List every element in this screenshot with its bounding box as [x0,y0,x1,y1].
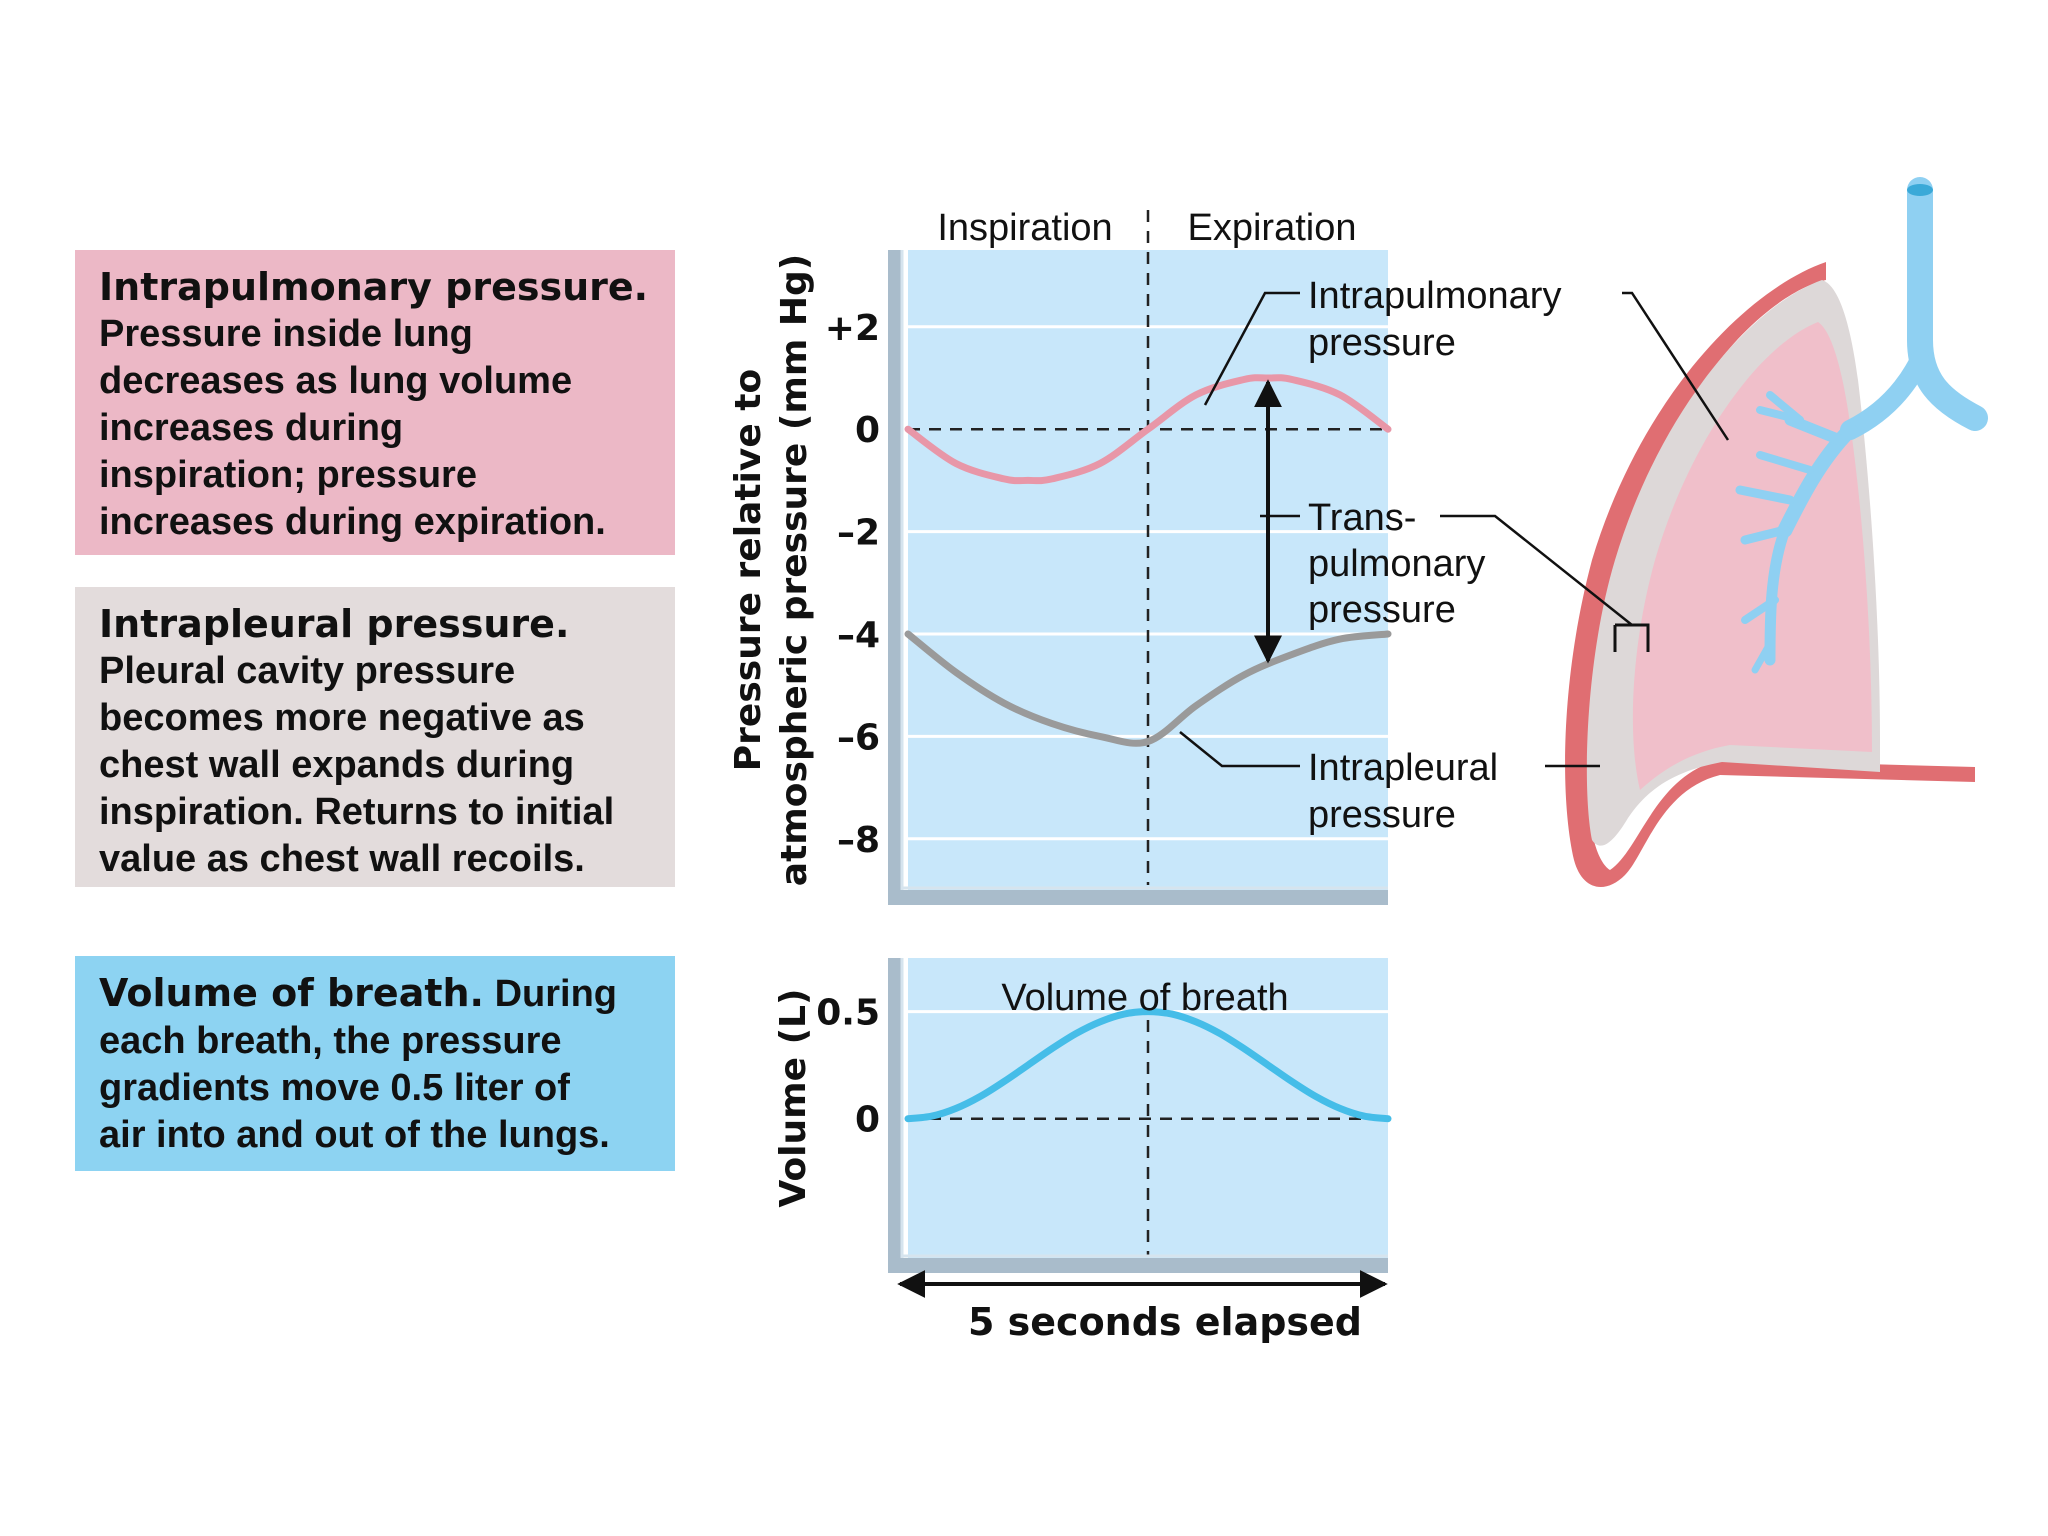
intrapleural-description-box: Intrapleural pressure. Pleural cavity pr… [75,587,675,887]
pressure-ylabel-line2: atmospheric pressure (mm Hg) [774,254,815,886]
y-tick-label: –6 [837,717,880,758]
intrapulmonary-description-box: Intrapulmonary pressure. Pressure inside… [75,250,675,555]
volume-y-axis [888,958,902,1273]
volume-x-axis [888,1258,1388,1273]
volume-box-line: gradients move 0.5 liter of [99,1067,570,1109]
y-tick-label: –4 [837,615,880,656]
volume-box-line: During [494,973,617,1015]
y-tick-label: –2 [837,513,880,554]
transpulmonary-callout-line1: Trans- [1308,497,1416,539]
volume-tick-labels: 0.50 [816,993,880,1141]
intrapleural-box-line: Pleural cavity pressure [99,650,516,692]
intrapleural-box-title: Intrapleural pressure. [99,602,570,646]
transpulmonary-callout-line3: pressure [1308,589,1456,631]
pressure-ylabel-line1: Pressure relative to [728,369,769,771]
y-tick-label: 0.5 [816,993,880,1034]
intrapleural-callout-line1: Intrapleural [1308,747,1498,789]
intrapulmonary-box-line: increases during [99,407,404,449]
pressure-chart: +2 0 –2 –4 –6 –8 Inspiration Expiration Press… [728,207,1392,905]
volume-box-line: each breath, the pressure [99,1020,562,1062]
callout-labels: Intrapulmonary pressure Trans- pulmonary… [1308,275,1561,836]
chest-wall [1565,262,1975,887]
bronchial-tree-icon [1735,177,1988,674]
volume-box-title: Volume of breath. [99,971,484,1015]
transpulmonary-lung-leader [1440,514,1633,626]
intrapulmonary-box-line: Pressure inside lung [99,313,473,355]
volume-curve [904,1008,1392,1123]
y-tick-label: +2 [825,308,880,349]
pressure-y-axis [888,250,902,905]
intrapulmonary-curve [904,374,1392,485]
y-tick-label: 0 [855,1100,880,1141]
expiration-label: Expiration [1188,207,1357,249]
volume-series [904,1008,1392,1123]
intrapleural-callout-line2: pressure [1308,794,1456,836]
volume-description-box: Volume of breath. During each breath, th… [75,956,675,1171]
volume-chart: 0.50 Volume of breath Volume (L) 5 secon… [773,958,1392,1344]
intrapleural-box-line: chest wall expands during [99,744,575,786]
lung-tissue [1632,322,1872,790]
pressure-tick-labels: +2 0 –2 –4 –6 –8 [825,308,880,861]
pressure-y-axis-title: Pressure relative to atmospheric pressur… [728,254,815,886]
intrapulmonary-box-line: decreases as lung volume [99,360,573,402]
intrapulmonary-leader [1203,291,1300,406]
volume-box-line: air into and out of the lungs. [99,1114,610,1156]
transpulmonary-callout-line2: pulmonary [1308,543,1485,585]
volume-x-axis-title: 5 seconds elapsed [968,1300,1362,1344]
intrapleural-box-line: value as chest wall recoils. [99,838,585,880]
volume-chart-title: Volume of breath [1001,977,1288,1019]
lung-illustration [1565,177,1988,887]
intrapulmonary-box-line: inspiration; pressure [99,454,477,496]
intrapleural-curve [904,630,1392,747]
intrapleural-box-line: becomes more negative as [99,697,585,739]
pressure-series [904,374,1392,747]
y-tick-label: 0 [855,410,880,451]
inspiration-label: Inspiration [937,207,1112,249]
transpulmonary-bracket [1613,623,1650,652]
intrapulmonary-box-line: increases during expiration. [99,501,606,543]
intrapulmonary-callout-line1: Intrapulmonary [1308,275,1561,317]
intrapulmonary-callout-line2: pressure [1308,322,1456,364]
intrapleural-leader [1179,731,1300,768]
trachea-opening [1907,184,1933,196]
leader-lines [1179,291,1730,768]
intrapulmonary-box-title: Intrapulmonary pressure. [99,265,649,309]
y-tick-label: –8 [837,820,880,861]
volume-y-axis-title: Volume (L) [773,989,814,1208]
intrapleural-box-line: inspiration. Returns to initial [99,791,615,833]
pressure-x-axis [888,890,1388,905]
intrapulmonary-lung-leader [1622,291,1730,441]
